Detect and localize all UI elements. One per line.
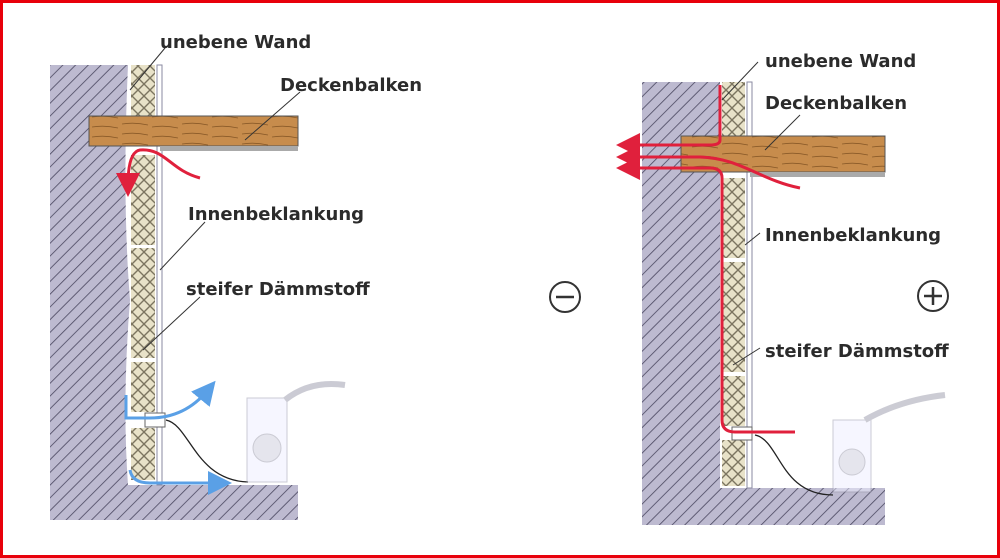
ceiling-board (750, 172, 885, 177)
insulation-board (722, 376, 745, 426)
leader-line (159, 221, 206, 271)
masonry-wall (50, 65, 298, 520)
ceiling-beam (88, 115, 299, 147)
inner-lining (156, 64, 163, 486)
insulation-board (722, 178, 745, 258)
label-ceiling-beam: Deckenbalken (280, 75, 422, 96)
cold-air-flow-arrow (128, 469, 232, 495)
inner-lining (746, 81, 753, 489)
leader-line (244, 91, 301, 141)
ceiling-board (160, 146, 298, 151)
insulation-board (722, 440, 745, 486)
warm-air-flow-arrow (616, 85, 722, 157)
leader-line (764, 114, 801, 151)
radio-icon (832, 392, 946, 493)
plus-circle-icon (917, 280, 949, 312)
right-diagram: unebene Wand Deckenbalken Innenbeklankun… (616, 51, 949, 525)
socket-box (144, 412, 166, 428)
warm-air-flow-arrow (616, 156, 795, 434)
insulation-upper (722, 82, 745, 136)
leader-line (732, 347, 761, 366)
cable (165, 419, 249, 483)
leader-line (744, 232, 761, 246)
minus-circle-icon (549, 281, 581, 313)
insulation-board (131, 362, 155, 412)
label-uneven-wall: unebene Wand (765, 51, 916, 72)
insulation-board (131, 248, 155, 358)
label-inner-lining: Innenbeklankung (188, 204, 364, 225)
label-inner-lining: Innenbeklankung (765, 225, 941, 246)
leader-line (721, 61, 759, 101)
label-rigid-insulation: steifer Dämmstoff (186, 279, 370, 300)
warm-air-flow-arrow (616, 145, 801, 190)
left-diagram: unebene Wand Deckenbalken Innenbeklankun… (50, 32, 422, 520)
warm-air-flow-arrow (116, 148, 201, 197)
insulation-board (722, 262, 745, 372)
cold-air-flow-arrow (124, 380, 216, 420)
insulation-board (131, 428, 155, 480)
masonry-wall (642, 82, 885, 525)
leader-line (129, 47, 166, 91)
radio-icon (246, 381, 346, 483)
label-uneven-wall: unebene Wand (160, 32, 311, 53)
leader-line (142, 296, 201, 351)
cable (754, 434, 834, 496)
label-ceiling-beam: Deckenbalken (765, 93, 907, 114)
label-rigid-insulation: steifer Dämmstoff (765, 341, 949, 362)
insulation-upper (131, 65, 155, 117)
insulation-board (131, 155, 155, 245)
wall-insulation-diagram: unebene Wand Deckenbalken Innenbeklankun… (50, 32, 949, 525)
